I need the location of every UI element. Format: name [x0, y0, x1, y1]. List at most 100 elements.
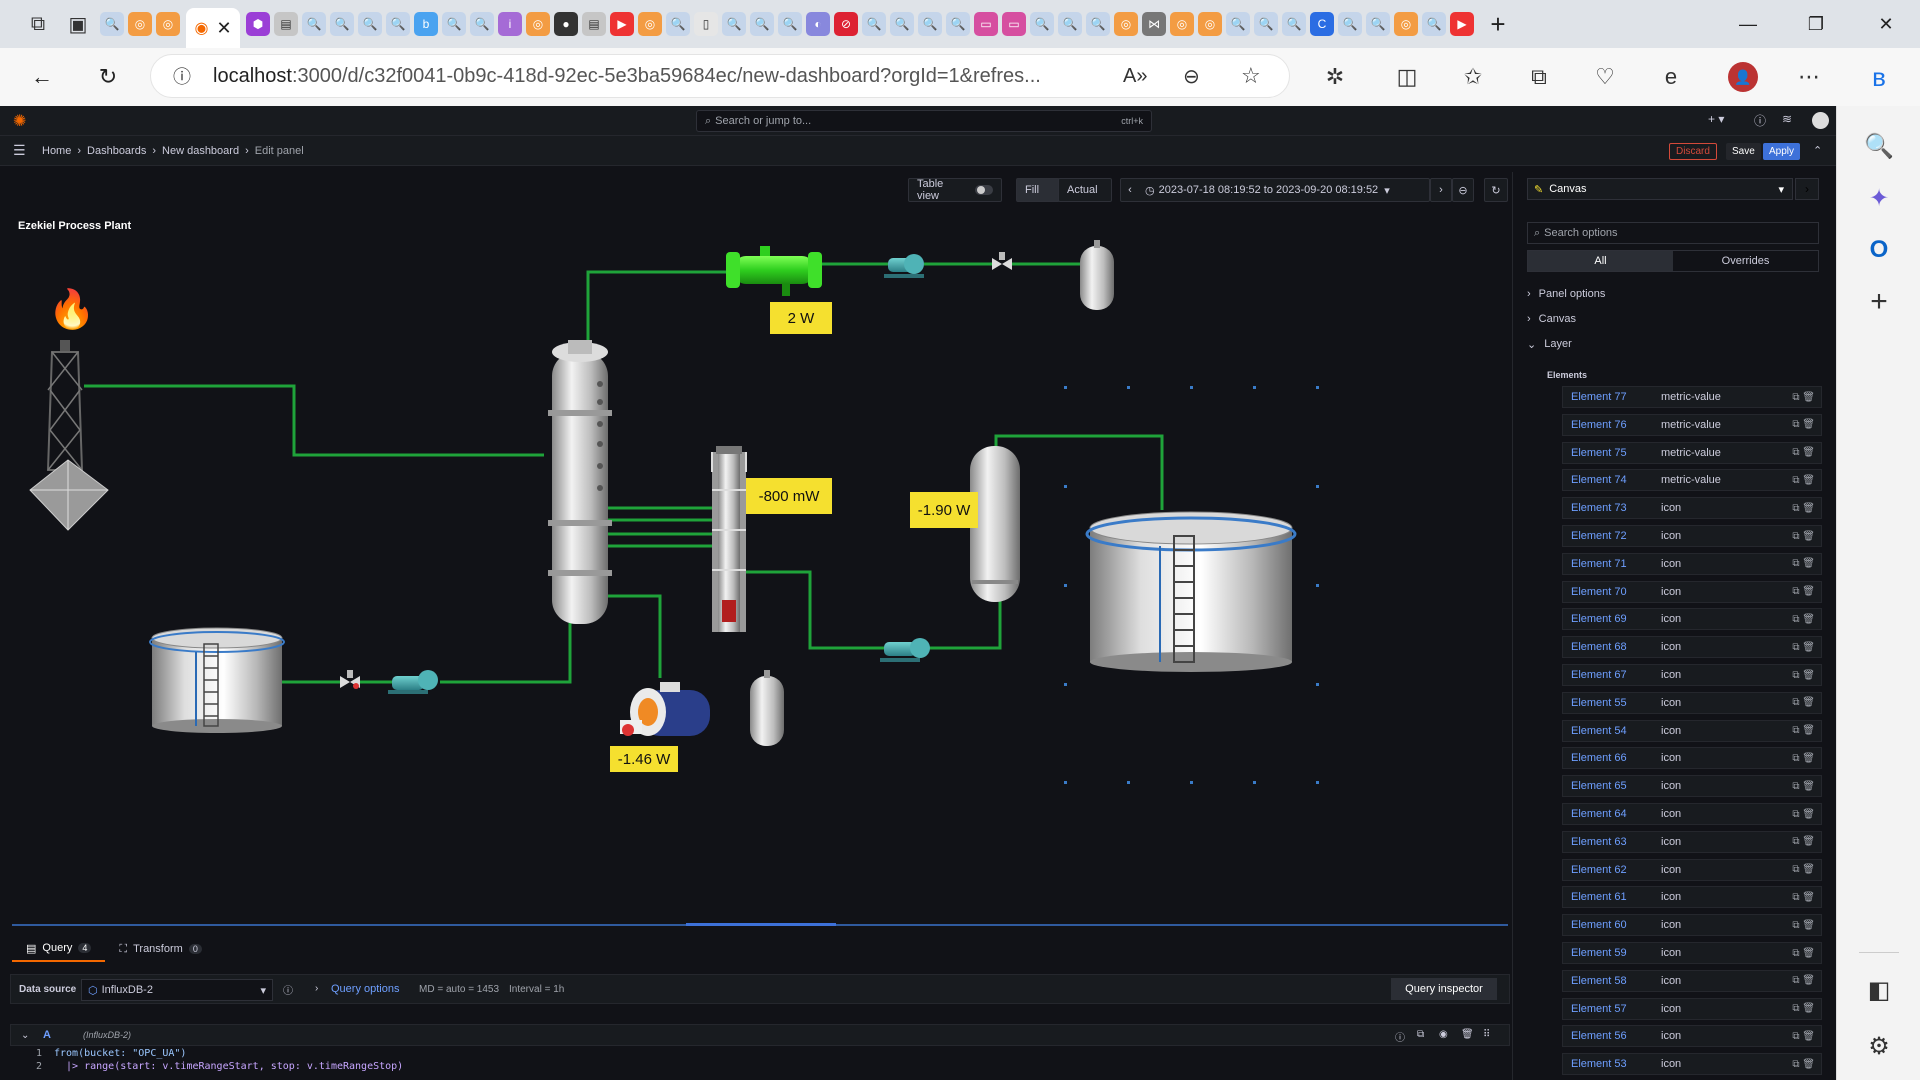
tab-favicon-pink[interactable]: ▭: [1002, 12, 1026, 36]
profile-avatar[interactable]: 👤: [1728, 62, 1758, 92]
element-name[interactable]: Element 69: [1571, 613, 1627, 626]
tab-favicon-circle[interactable]: ◐: [806, 12, 830, 36]
bing-copilot-icon[interactable]: ʙ: [1872, 61, 1886, 92]
tab-favicon-search[interactable]: 🔍: [1366, 12, 1390, 36]
query-editor[interactable]: 1 from(bucket: "OPC_UA") 2 |> range(star…: [10, 1048, 1510, 1080]
element-name[interactable]: Element 58: [1571, 974, 1627, 987]
element-name[interactable]: Element 64: [1571, 808, 1627, 820]
tab-favicon-search[interactable]: 🔍: [666, 12, 690, 36]
duplicate-icon[interactable]: ⧉: [1792, 725, 1800, 737]
add-icon[interactable]: + ▾: [1708, 112, 1725, 126]
tab-all[interactable]: All: [1528, 251, 1673, 271]
element-name[interactable]: Element 56: [1571, 1030, 1627, 1043]
table-view-toggle[interactable]: Table view: [908, 178, 1002, 202]
tab-actions-icon[interactable]: ▣: [68, 13, 88, 36]
grafana-logo-icon[interactable]: ✺: [13, 113, 27, 130]
duplicate-icon[interactable]: ⧉: [1792, 586, 1800, 598]
drag-handle-icon[interactable]: ⠿: [1483, 1029, 1491, 1040]
delete-icon[interactable]: 🗑: [1802, 1030, 1815, 1042]
section-panel-options[interactable]: ›Panel options: [1527, 288, 1605, 300]
query-options-toggle[interactable]: Query options: [331, 983, 400, 995]
heat-exchanger-icon[interactable]: [726, 246, 822, 296]
hide-sidebar-icon[interactable]: ◧: [1867, 976, 1891, 1004]
duplicate-icon[interactable]: ⧉: [1792, 808, 1800, 820]
delete-icon[interactable]: 🗑: [1802, 558, 1815, 570]
toggle-switch[interactable]: [975, 185, 993, 195]
delete-icon[interactable]: 🗑: [1802, 752, 1815, 764]
edge-icon[interactable]: e: [1664, 64, 1678, 89]
section-canvas[interactable]: ›Canvas: [1527, 313, 1576, 325]
reactor-icon[interactable]: [711, 446, 747, 632]
tab-favicon-search[interactable]: 🔍: [442, 12, 466, 36]
tab-favicon-bowtie[interactable]: ⋈: [1142, 12, 1166, 36]
query-inspector-button[interactable]: Query inspector: [1391, 978, 1497, 1000]
help-circle-icon[interactable]: ⓘ: [283, 986, 293, 997]
delete-icon[interactable]: 🗑: [1802, 864, 1815, 876]
search-icon[interactable]: 🔍: [1864, 132, 1894, 160]
address-bar[interactable]: ⓘ localhost:3000/d/c32f0041-0b9c-418d-92…: [150, 54, 1290, 98]
tab-favicon-grafana[interactable]: ◎: [156, 12, 180, 36]
query-ref-id[interactable]: A: [43, 1029, 51, 1041]
duplicate-icon[interactable]: ⧉: [1792, 1003, 1800, 1015]
tab-favicon-search[interactable]: 🔍: [330, 12, 354, 36]
breadcrumb-home[interactable]: Home: [42, 145, 72, 157]
collapse-chevron-icon[interactable]: ⌄: [21, 1030, 30, 1041]
element-name[interactable]: Element 62: [1571, 863, 1627, 876]
separator-vessel-icon[interactable]: [970, 446, 1020, 602]
duplicate-icon[interactable]: ⧉: [1792, 530, 1800, 542]
delete-icon[interactable]: 🗑: [1802, 1058, 1815, 1070]
favorites-icon[interactable]: ✩: [1463, 64, 1483, 89]
metric-value-boiler[interactable]: -1.46 W: [610, 746, 678, 772]
tab-favicon-search[interactable]: 🔍: [358, 12, 382, 36]
element-name[interactable]: Element 61: [1571, 891, 1627, 904]
actual-button[interactable]: Actual: [1058, 178, 1112, 202]
close-window-icon[interactable]: ✕: [1878, 13, 1894, 34]
pump-icon-left[interactable]: [388, 670, 438, 694]
valve-icon-left[interactable]: [340, 670, 360, 689]
tab-favicon-page[interactable]: ▤: [274, 12, 298, 36]
element-name[interactable]: Element 74: [1571, 474, 1627, 487]
delete-icon[interactable]: 🗑: [1802, 669, 1815, 681]
tab-favicon-search[interactable]: 🔍: [722, 12, 746, 36]
element-name[interactable]: Element 70: [1571, 585, 1627, 598]
duplicate-icon[interactable]: ⧉: [1792, 947, 1800, 959]
element-name[interactable]: Element 54: [1571, 724, 1627, 737]
tab-favicon-youtube[interactable]: ▶: [610, 12, 634, 36]
duplicate-icon[interactable]: ⧉: [1792, 419, 1800, 431]
tab-favicon-search[interactable]: 🔍: [1030, 12, 1054, 36]
chevron-left-icon[interactable]: ‹: [1128, 184, 1132, 196]
tab-favicon-grafana[interactable]: ◎: [1394, 12, 1418, 36]
duplicate-icon[interactable]: ⧉: [1792, 558, 1800, 570]
site-info-icon[interactable]: ⓘ: [173, 67, 191, 87]
save-button[interactable]: Save: [1726, 143, 1761, 160]
tab-favicon-search[interactable]: 🔍: [1338, 12, 1362, 36]
delete-icon[interactable]: 🗑: [1802, 891, 1815, 903]
element-name[interactable]: Element 68: [1571, 641, 1627, 654]
hide-query-icon[interactable]: ◉: [1439, 1029, 1448, 1040]
news-rss-icon[interactable]: ≋: [1782, 112, 1793, 126]
delete-icon[interactable]: 🗑: [1802, 586, 1815, 598]
delete-icon[interactable]: 🗑: [1802, 447, 1815, 459]
refresh-dashboard-button[interactable]: ↻: [1484, 178, 1508, 202]
delete-icon[interactable]: 🗑: [1802, 975, 1815, 987]
process-diagram-canvas[interactable]: 🔥: [0, 106, 1510, 926]
collections-icon[interactable]: ⧉: [1531, 64, 1547, 89]
tab-favicon-search[interactable]: 🔍: [1282, 12, 1306, 36]
tab-favicon-search[interactable]: 🔍: [1058, 12, 1082, 36]
tab-favicon-search[interactable]: 🔍: [750, 12, 774, 36]
metric-value-reactor[interactable]: -800 mW: [746, 478, 832, 514]
tab-favicon-c[interactable]: C: [1310, 12, 1334, 36]
duplicate-icon[interactable]: ⧉: [1792, 447, 1800, 459]
tab-overrides[interactable]: Overrides: [1721, 255, 1770, 267]
collapse-pane-button[interactable]: ›: [1795, 178, 1819, 200]
metric-value-separator[interactable]: -1.90 W: [910, 492, 978, 528]
